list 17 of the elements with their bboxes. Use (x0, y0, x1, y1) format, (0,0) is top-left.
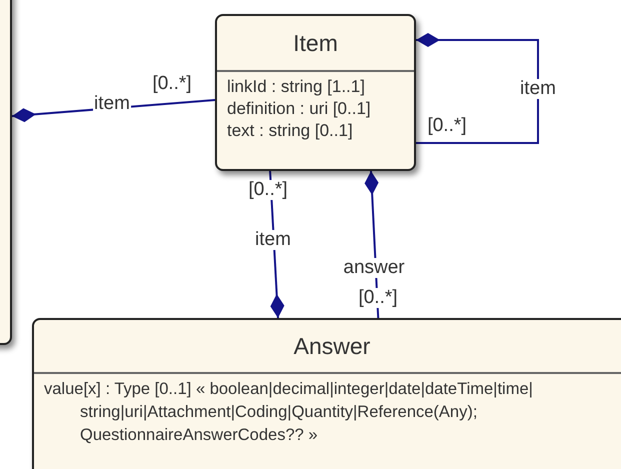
role-label: item (93, 94, 131, 114)
class-name: Item (293, 30, 338, 56)
class-name: Answer (294, 333, 370, 359)
multiplicity-label: [0..*] (151, 74, 193, 94)
role-label: item (254, 230, 292, 250)
role-label: item (519, 79, 557, 99)
composition-line (416, 33, 539, 144)
role-label: answer (342, 258, 406, 278)
class-box (32, 318, 621, 469)
multiplicity-label: [0..*] (426, 116, 468, 136)
attribute-text: text : string [0..1] (227, 120, 353, 142)
attribute-text: linkId : string [1..1] (227, 76, 365, 98)
multiplicity-label: [0..*] (247, 180, 289, 200)
attribute-text: value[x] : Type [0..1] « boolean|decimal|integer|date|dateTime|time| string|uri|Attachment|Coding|Quantity|Reference(Any); QuestionnaireAnswerCodes?? » (44, 379, 534, 446)
attribute-text: definition : uri [0..1] (227, 98, 371, 120)
class-box (215, 14, 416, 171)
multiplicity-label: [0..*] (357, 288, 399, 308)
